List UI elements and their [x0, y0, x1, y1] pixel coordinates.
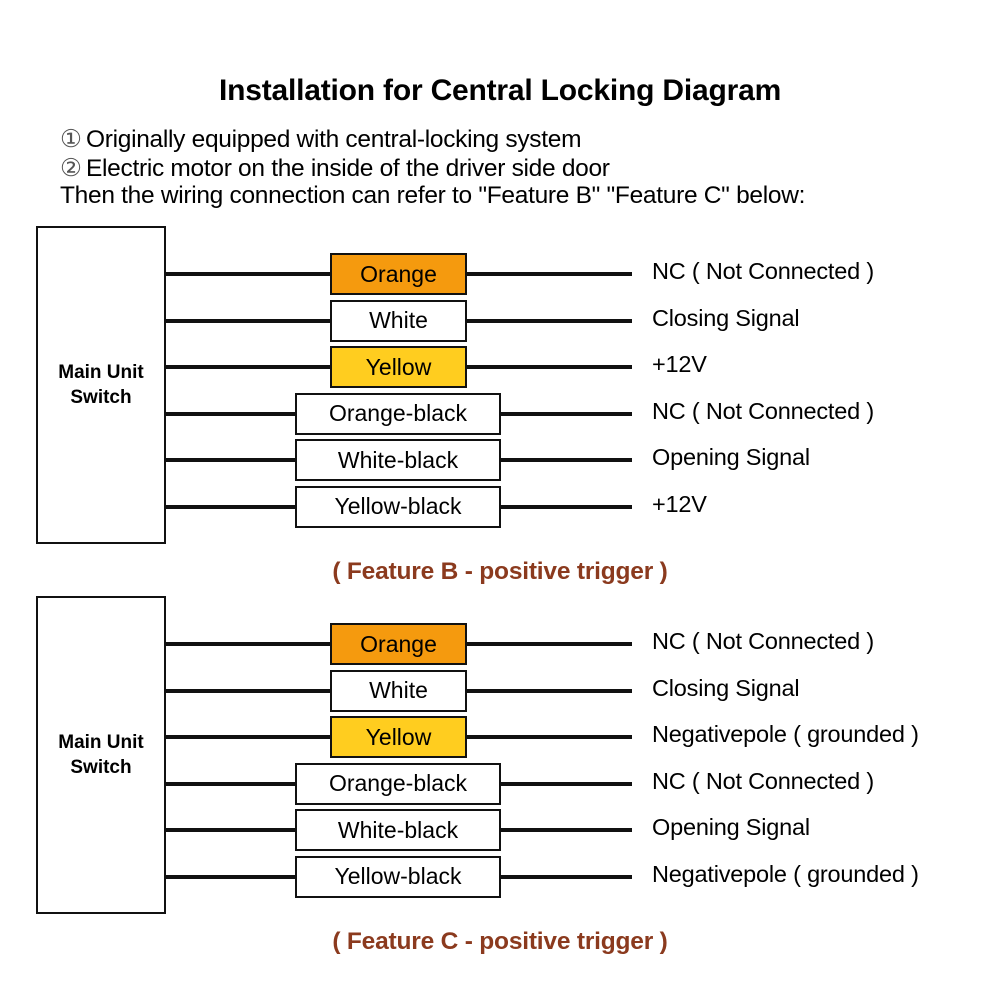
- main-unit-switch-label: Main Unit Switch: [38, 730, 164, 780]
- signal-label: NC ( Not Connected ): [652, 767, 874, 794]
- wire-color-label: Orange-black: [295, 392, 501, 435]
- signal-label: +12V: [652, 351, 707, 377]
- main-unit-label-line1: Main Unit: [58, 361, 144, 383]
- wire-color-label: Yellow-black: [295, 855, 501, 898]
- main-unit-label-line1: Main Unit: [58, 731, 144, 753]
- signal-label: Closing Signal: [652, 304, 800, 331]
- note-text-3: Then the wiring connection can refer to …: [60, 182, 806, 209]
- wire-color-label: Yellow: [330, 346, 467, 388]
- diagram-caption-c: ( Feature C - positive trigger ): [332, 928, 668, 955]
- signal-label: NC ( Not Connected ): [652, 397, 874, 424]
- diagram-caption-b: ( Feature B - positive trigger ): [332, 558, 668, 585]
- signal-label: +12V: [652, 490, 707, 517]
- wire-color-label: Orange: [330, 253, 467, 295]
- page-title: Installation for Central Locking Diagram: [218, 74, 782, 107]
- note-marker-2: ②: [60, 155, 82, 182]
- signal-label: Opening Signal: [652, 814, 810, 840]
- wire-color-label: Orange: [330, 623, 467, 665]
- wire-color-label: White: [330, 669, 467, 712]
- main-unit-label-line2: Switch: [70, 757, 132, 778]
- wire-color-label: Orange-black: [295, 762, 501, 805]
- main-unit-switch-label: Main Unit Switch: [38, 360, 164, 410]
- signal-label: Opening Signal: [652, 444, 810, 470]
- signal-label: Closing Signal: [652, 674, 800, 701]
- wire-color-label: White-black: [295, 809, 501, 851]
- wire-color-label: White-black: [295, 439, 501, 481]
- signal-label: Negativepole ( grounded ): [652, 860, 919, 887]
- wire-color-label: White: [330, 299, 467, 342]
- note-text-1: Originally equipped with central-locking…: [86, 126, 582, 153]
- wire-color-label: Yellow-black: [295, 485, 501, 528]
- main-unit-label-line2: Switch: [70, 387, 132, 408]
- main-unit-switch-box: Main Unit Switch: [36, 596, 166, 914]
- main-unit-switch-box: Main Unit Switch: [36, 226, 166, 544]
- note-text-2: Electric motor on the inside of the driv…: [86, 155, 610, 182]
- note-marker-1: ①: [60, 126, 82, 153]
- signal-label: NC ( Not Connected ): [652, 628, 874, 654]
- signal-label: NC ( Not Connected ): [652, 258, 874, 284]
- wire-color-label: Yellow: [330, 716, 467, 758]
- signal-label: Negativepole ( grounded ): [652, 721, 919, 747]
- note-line-3: Then the wiring connection can refer to …: [60, 182, 805, 210]
